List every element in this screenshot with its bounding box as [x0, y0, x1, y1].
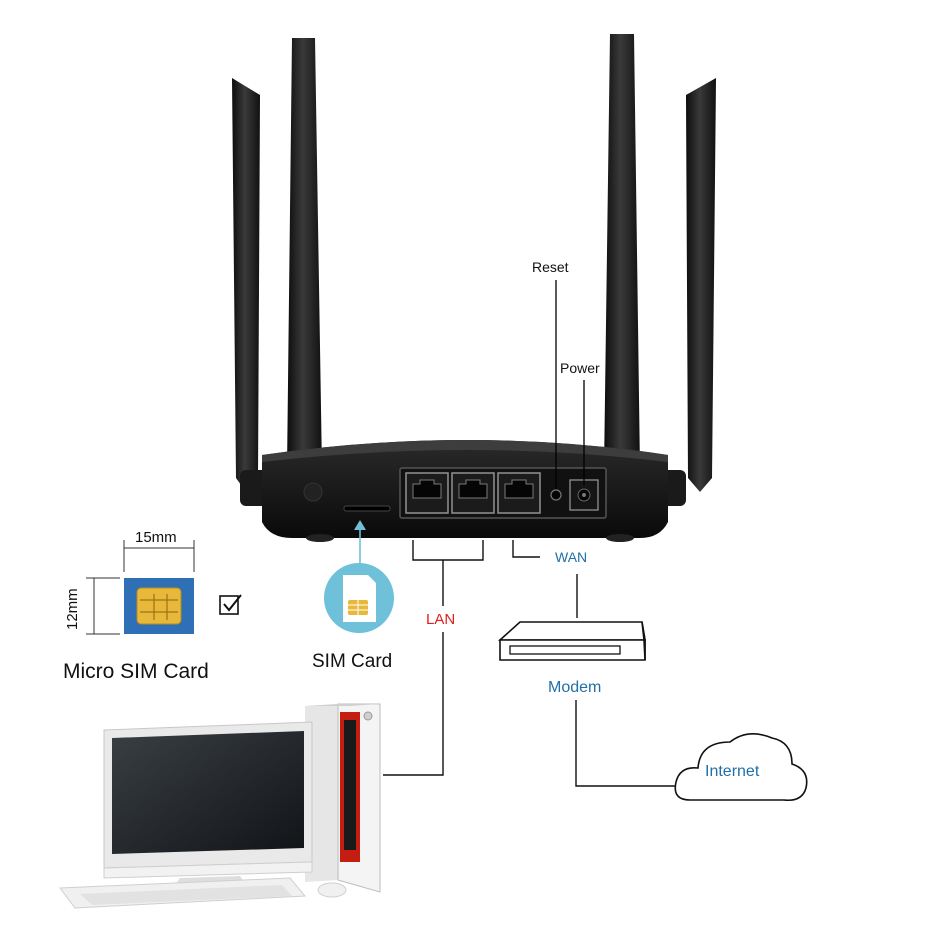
- antenna-mount-knob: [303, 482, 323, 502]
- wan-bracket: [512, 540, 540, 558]
- antenna-front-left: [287, 38, 322, 485]
- antenna-back-right: [686, 78, 716, 492]
- sim-card-icon: [324, 563, 394, 633]
- lan-port-2: [451, 472, 495, 514]
- antenna-back-left: [232, 78, 260, 492]
- internet-cloud: [674, 733, 808, 802]
- power-label: Power: [560, 360, 600, 376]
- wan-port: [497, 472, 541, 514]
- arrow-up-icon: [354, 520, 366, 530]
- mouse: [317, 882, 347, 898]
- micro-sim-card: [116, 578, 194, 634]
- micro-sim-card-label: Micro SIM Card: [63, 660, 209, 683]
- modem-to-internet-line: [575, 700, 676, 787]
- internet-label: Internet: [705, 763, 760, 780]
- reset-label: Reset: [532, 259, 569, 275]
- height-dimension-label: 12mm: [64, 588, 81, 630]
- reset-hole: [550, 489, 562, 501]
- checkbox-icon: [219, 594, 242, 615]
- width-dimension-label: 15mm: [135, 529, 177, 546]
- lan-label: LAN: [426, 611, 455, 628]
- pc-monitor: [103, 721, 313, 892]
- wan-label: WAN: [555, 549, 587, 565]
- desktop-computer: [59, 703, 381, 909]
- modem-device: [497, 621, 646, 661]
- pc-tower: [305, 703, 381, 893]
- sim-card-label: SIM Card: [312, 651, 392, 672]
- sim-slot: [343, 505, 391, 512]
- modem-label: Modem: [548, 679, 601, 696]
- lan-cable: [383, 632, 444, 776]
- lan-bracket: [412, 540, 484, 561]
- lan-port-1: [405, 472, 449, 514]
- router: [232, 34, 716, 542]
- antenna-front-right: [604, 34, 640, 485]
